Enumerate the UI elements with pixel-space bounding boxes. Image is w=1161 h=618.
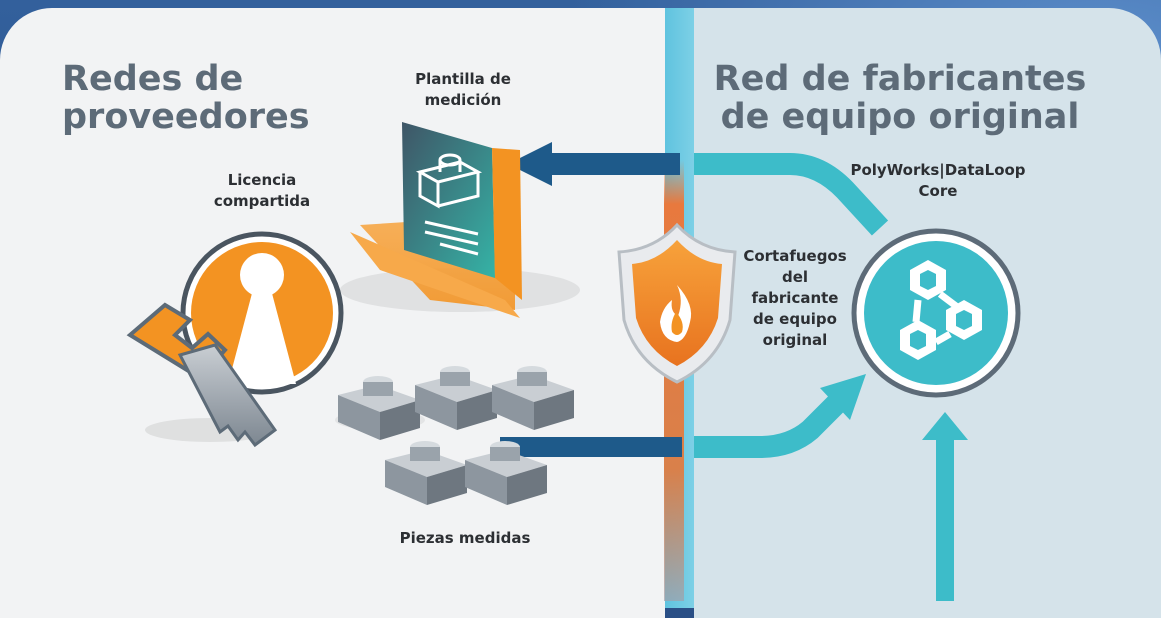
block-part-icon: [492, 366, 574, 430]
block-part-icon: [385, 441, 467, 505]
firewall-label: Cortafuegos del fabricante de equipo ori…: [743, 247, 847, 349]
template-label: Plantilla de medición: [415, 70, 511, 109]
folder-document-icon: [340, 122, 580, 318]
block-part-icon: [465, 441, 547, 505]
oem-network-title: Red de fabricantes de equipo original: [713, 59, 1087, 137]
template-teal-path: [694, 153, 889, 236]
keyhole-icon: [180, 231, 344, 395]
dataloop-hub-icon: [851, 228, 1021, 398]
parts-teal-arrow: [694, 374, 866, 458]
parts-flow-bar: [500, 437, 682, 457]
license-label: Licencia compartida: [213, 171, 311, 210]
template-flow-arrow: [508, 142, 680, 186]
core-label: PolyWorks|DataLoop Core: [850, 161, 1026, 200]
shield-fire-icon: [617, 222, 737, 384]
measured-parts-label: Piezas medidas: [399, 529, 531, 547]
diagram-graphics: [126, 122, 1021, 601]
supplier-network-title: Redes de proveedores: [62, 59, 310, 137]
block-part-icon: [415, 366, 497, 430]
key-icon: [177, 343, 278, 448]
block-part-icon: [335, 376, 425, 440]
upstream-teal-arrow: [922, 412, 968, 601]
measured-parts-group: [335, 366, 574, 505]
